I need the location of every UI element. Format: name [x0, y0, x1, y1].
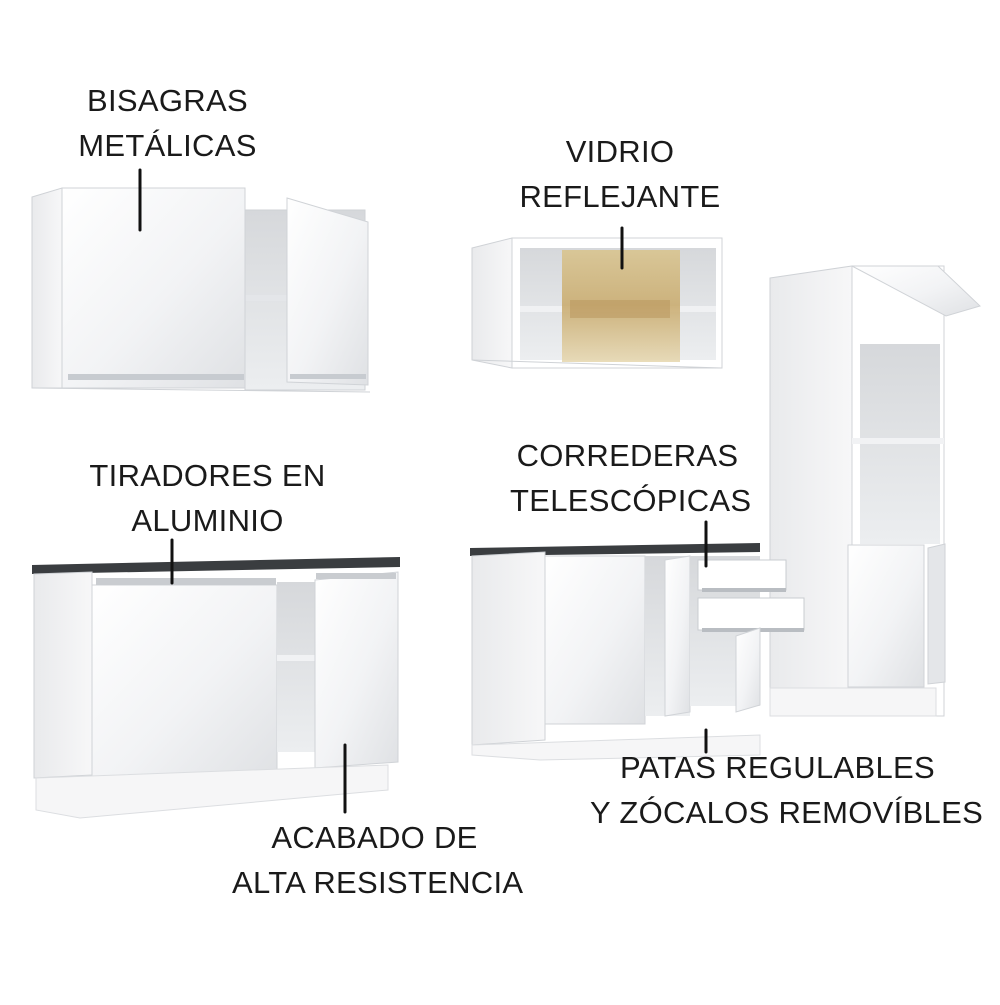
- leader-lines: [138, 168, 708, 814]
- label-feet-line1: PATAS REGULABLES: [620, 750, 935, 785]
- upper-right-door-open: [286, 197, 369, 386]
- sink-base-cabinet: [32, 557, 400, 819]
- drawer-lower: [697, 597, 805, 631]
- label-handles: TIRADORES EN ALUMINIO: [85, 453, 330, 543]
- aluminum-handle: [96, 578, 276, 585]
- label-hinges: BISAGRAS METÁLICAS: [60, 78, 275, 168]
- drawer-upper: [697, 559, 787, 591]
- tall-column-lower-door: [847, 544, 925, 688]
- label-handles-line2: ALUMINIO: [131, 503, 284, 538]
- label-glass-line2: REFLEJANTE: [519, 179, 721, 214]
- tall-column-cabinet: [769, 265, 981, 717]
- label-finish-line1: ACABADO DE: [271, 820, 478, 855]
- label-hinges-line2: METÁLICAS: [78, 128, 257, 163]
- upper-cabinet-left: [31, 187, 371, 393]
- label-glass: VIDRIO REFLEJANTE: [505, 129, 735, 219]
- label-feet: PATAS REGULABLES Y ZÓCALOS REMOVÍBLES: [590, 745, 984, 835]
- label-glass-line1: VIDRIO: [565, 134, 675, 169]
- label-feet-line2: Y ZÓCALOS REMOVÍBLES: [590, 795, 984, 830]
- left-base-door: [91, 584, 278, 781]
- tall-column-flap-door: [851, 265, 981, 317]
- label-slides-line1: CORREDERAS: [516, 438, 739, 473]
- upper-left-door: [61, 187, 246, 389]
- label-finish: ACABADO DE ALTA RESISTENCIA: [232, 815, 524, 905]
- drawer-base-cabinet: [470, 543, 805, 761]
- countertop-left: [32, 557, 400, 574]
- label-slides-line2: TELESCÓPICAS: [510, 483, 752, 518]
- right-base-door-open: [314, 571, 399, 769]
- upper-door-handle-strip: [68, 374, 244, 380]
- label-finish-line2: ALTA RESISTENCIA: [232, 865, 524, 900]
- label-handles-line1: TIRADORES EN: [89, 458, 326, 493]
- glass-wall-cabinet: [471, 237, 723, 369]
- label-hinges-line1: BISAGRAS: [87, 83, 248, 118]
- center-left-door: [544, 555, 646, 725]
- label-slides: CORREDERAS TELESCÓPICAS: [510, 433, 752, 523]
